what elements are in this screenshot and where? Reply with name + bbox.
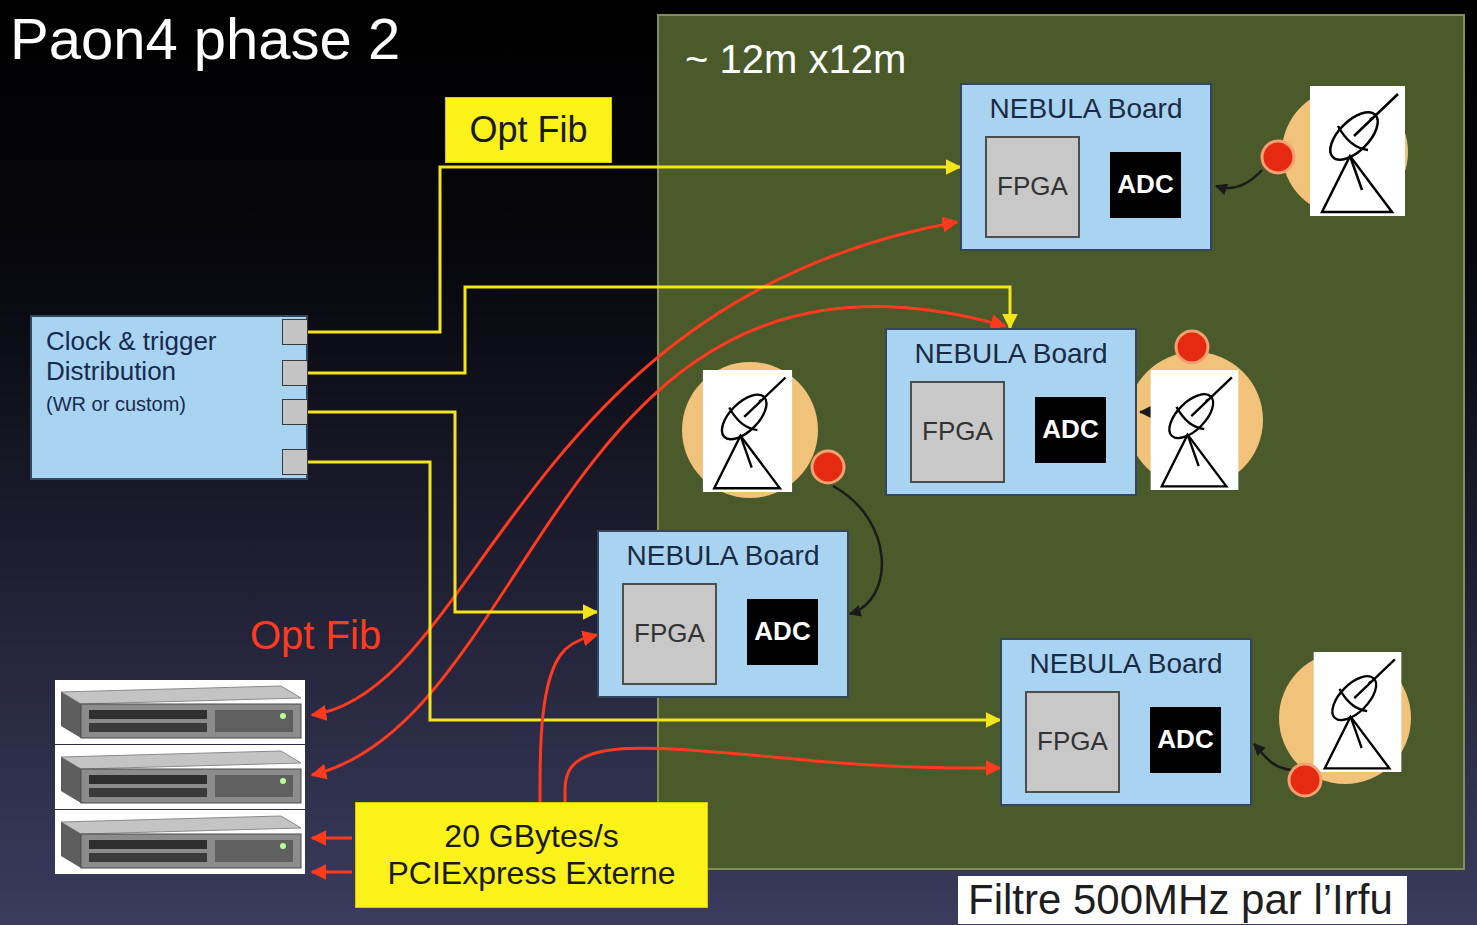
- data-fiber: [565, 748, 1000, 802]
- signal-cable: [1254, 744, 1292, 770]
- server-rack: [55, 680, 305, 874]
- box-heading: Clock & trigger Distribution: [46, 327, 246, 387]
- nebula-board: NEBULA BoardFPGA ADC: [960, 83, 1212, 251]
- box-heading: FPGA: [922, 417, 993, 447]
- antenna-icon: [703, 370, 792, 492]
- box-heading: NEBULA Board: [1030, 648, 1223, 680]
- slide-title: Paon4 phase 2: [10, 6, 400, 73]
- site-area: ~ 12m x12mNEBULA BoardFPGAADCNEBULA Boar…: [657, 14, 1465, 870]
- box-heading: NEBULA Board: [990, 93, 1183, 125]
- box-heading: FPGA: [634, 619, 705, 649]
- fpga-chip: FPGA: [910, 381, 1005, 483]
- box-heading: FPGA: [997, 172, 1068, 202]
- data-fiber: [540, 635, 597, 802]
- box-heading: Opt Fib: [469, 109, 587, 150]
- fpga-chip: FPGA: [622, 583, 717, 685]
- adc-chip: ADC: [747, 599, 818, 665]
- adc-chip: ADC: [1150, 707, 1221, 773]
- antenna-base: [682, 362, 818, 498]
- clock-fiber: [308, 412, 597, 612]
- adc-chip: ADC: [1110, 152, 1181, 218]
- clock-fiber: [308, 167, 960, 332]
- box-heading: 20 GBytes/s PCIExpress Externe: [376, 818, 688, 892]
- data-fiber: [312, 222, 1005, 872]
- box-heading: ADC: [754, 617, 810, 647]
- clock-fiber: [308, 462, 1000, 720]
- pcie-link: [312, 837, 352, 840]
- port-square: [282, 399, 308, 425]
- credit-note: Filtre 500MHz par l’Irfu: [958, 876, 1407, 924]
- port-square: [282, 319, 308, 345]
- fpga-chip: FPGA: [1025, 691, 1120, 793]
- antenna-feed-dot: [1262, 141, 1294, 173]
- box-heading: FPGA: [1037, 727, 1108, 757]
- antenna-feed-dot: [1289, 764, 1321, 796]
- data-fiber: [312, 222, 957, 715]
- nebula-board: NEBULA BoardFPGA ADC: [885, 328, 1137, 496]
- pcie-link: [312, 871, 352, 874]
- antenna-icon: [1314, 652, 1402, 772]
- server-unit: [55, 680, 305, 744]
- signal-cable: [1140, 411, 1152, 414]
- antenna-icon: [1151, 370, 1239, 490]
- box-heading: NEBULA Board: [915, 338, 1108, 370]
- box-heading: NEBULA Board: [627, 540, 820, 572]
- fiber-label: Opt Fib: [250, 612, 381, 658]
- antenna-icon: [1310, 86, 1405, 216]
- clock-distribution-box: Clock & trigger Distribution (WR or custo…: [30, 315, 308, 480]
- box-heading: ADC: [1042, 415, 1098, 445]
- port-square: [282, 449, 308, 475]
- fiber-tag: Opt Fib: [445, 97, 612, 163]
- antenna-feed-dot: [812, 451, 844, 483]
- antenna-feed-dot: [1176, 331, 1208, 363]
- port-square: [282, 360, 308, 386]
- box-heading: ADC: [1157, 725, 1213, 755]
- nebula-board: NEBULA BoardFPGA ADC: [1000, 638, 1252, 806]
- box-heading: ADC: [1117, 170, 1173, 200]
- adc-chip: ADC: [1035, 397, 1106, 463]
- server-unit: [55, 745, 305, 809]
- box-heading: ~ 12m x12m: [685, 36, 906, 82]
- signal-cable: [1216, 170, 1262, 188]
- server-unit: [55, 810, 305, 874]
- fpga-chip: FPGA: [985, 136, 1080, 238]
- bandwidth-tag: 20 GBytes/s PCIExpress Externe: [355, 802, 708, 908]
- box-note: (WR or custom): [46, 393, 186, 416]
- nebula-board: NEBULA BoardFPGA ADC: [597, 530, 849, 698]
